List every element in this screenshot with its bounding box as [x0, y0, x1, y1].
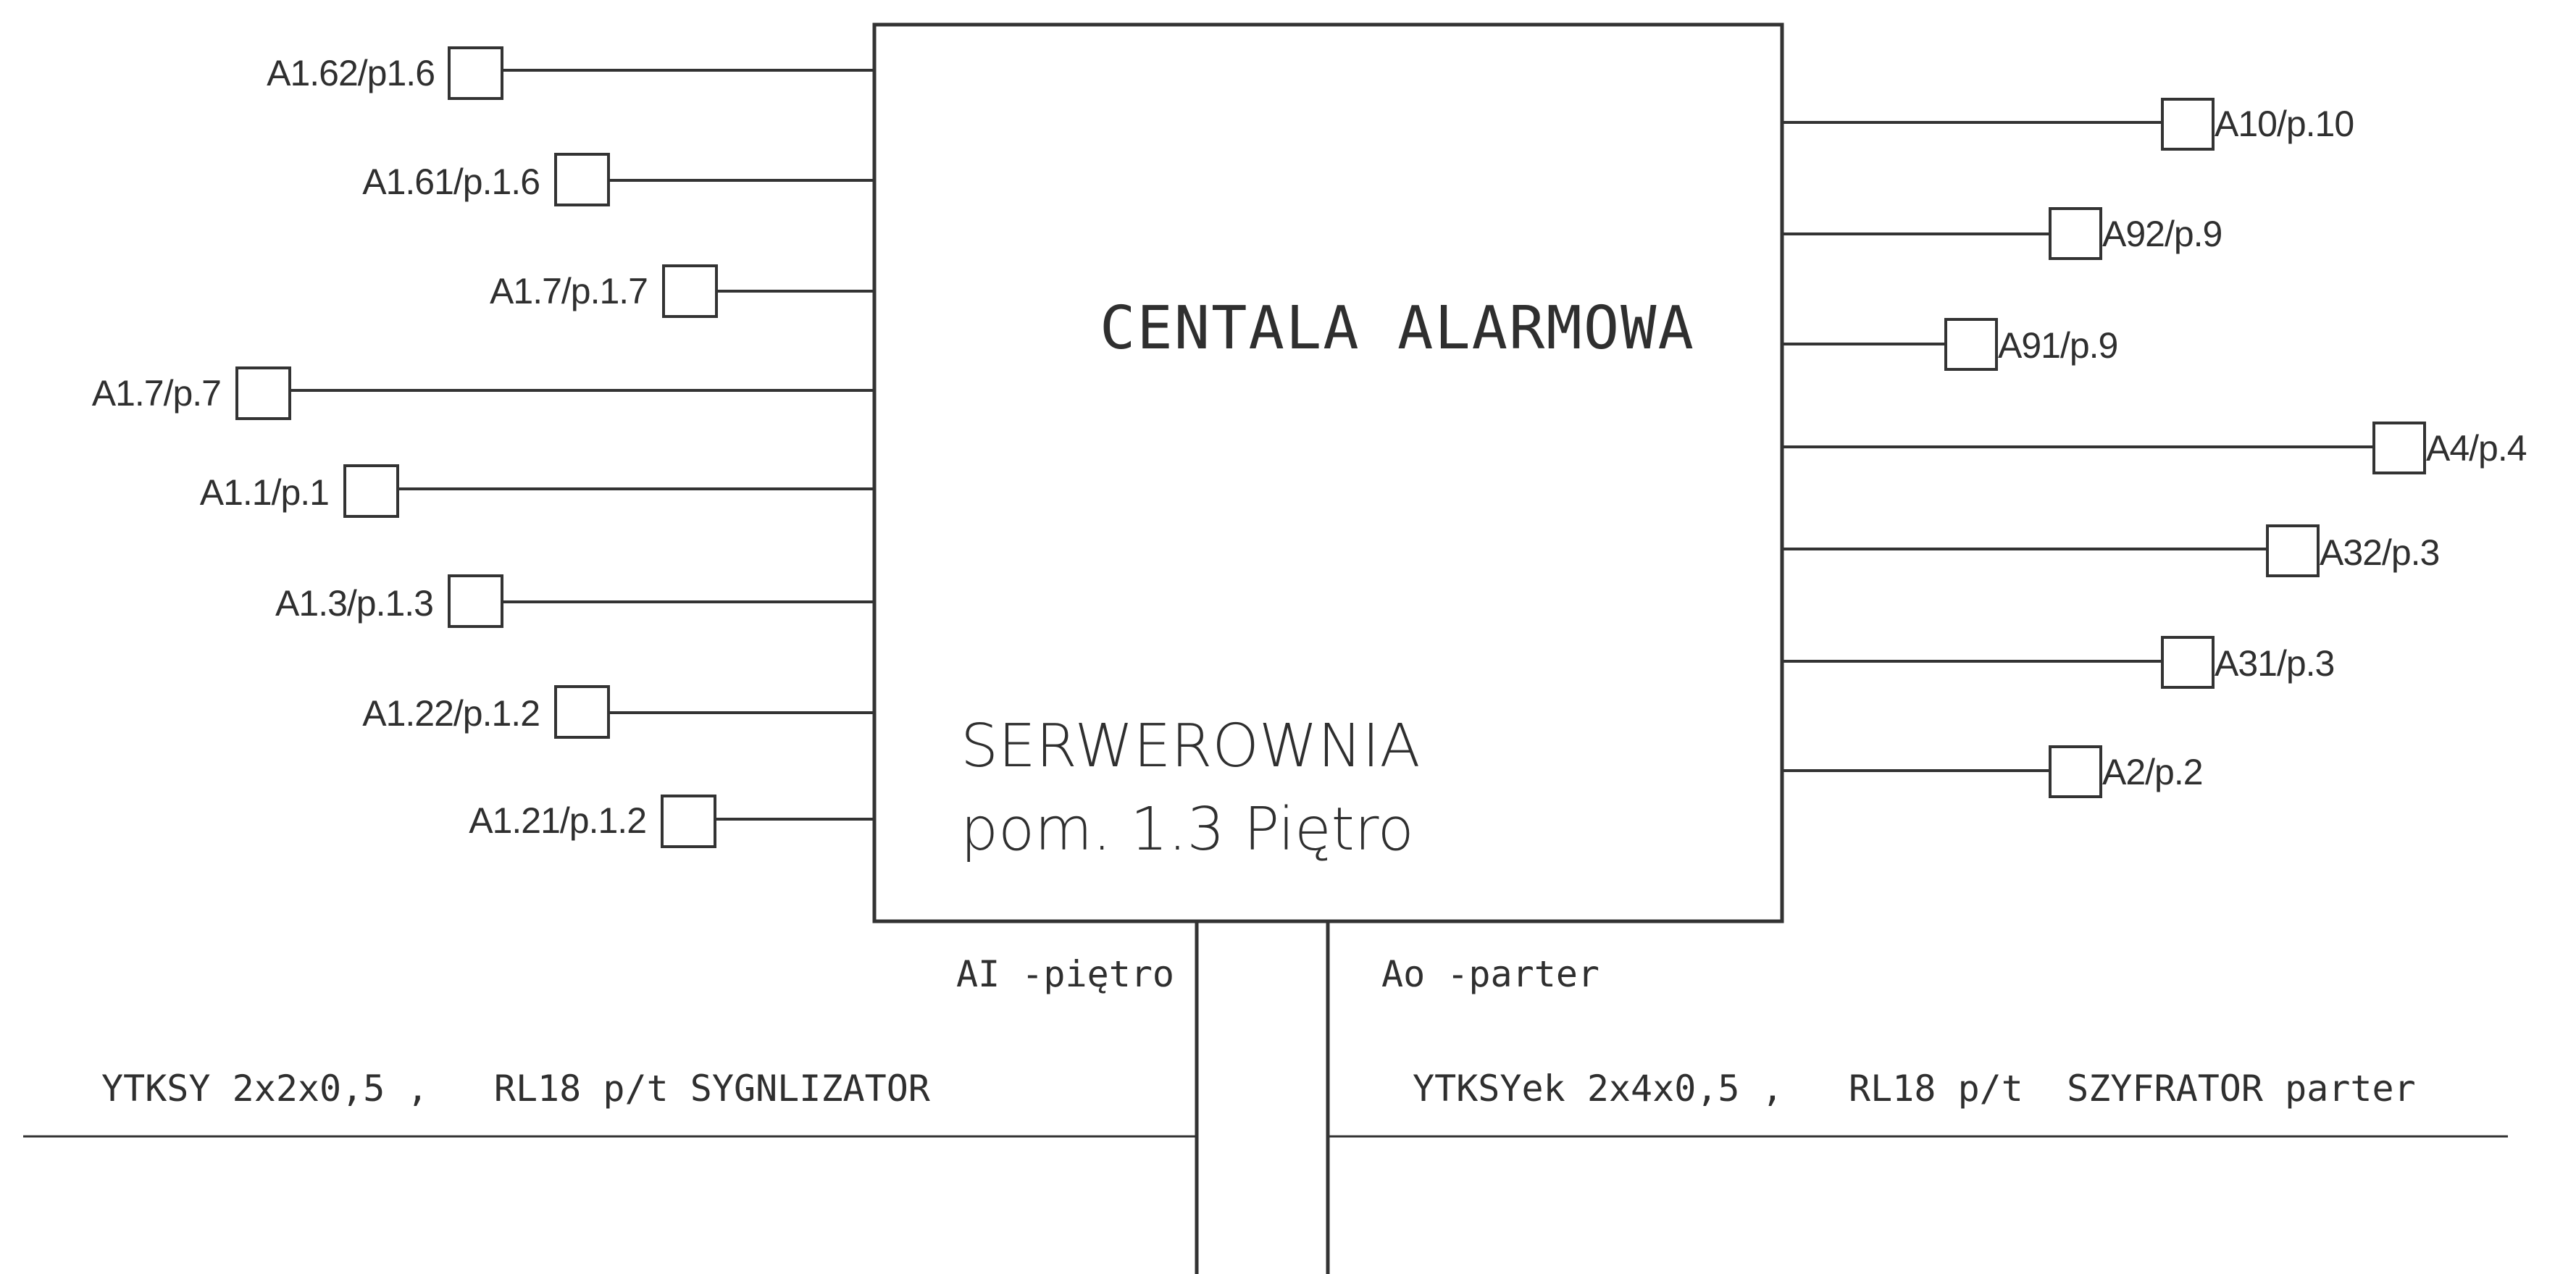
central-unit-title: CENTALA ALARMOWA: [1100, 294, 1695, 363]
right-device-label: A4/p.4: [2426, 428, 2527, 469]
right-device-4: [1782, 422, 2426, 474]
left-device-label: A1.62/p1.6: [267, 53, 435, 93]
cable-left-label: YTKSY 2x2x0,5 , RL18 p/t SYGNLIZATOR: [101, 1068, 930, 1110]
left-device-label: A1.1/p.1: [199, 472, 330, 513]
right-device-label: A32/p.3: [2320, 532, 2440, 573]
left-device-label: A1.61/p.1.6: [362, 162, 540, 202]
right-device-5: [1782, 524, 2320, 577]
room-location: pom. 1.3 Piętro: [961, 795, 1414, 864]
left-device-label: A1.7/p.1.7: [490, 271, 648, 311]
right-device-7: [1782, 745, 2102, 798]
left-device-8: [661, 795, 874, 848]
left-device-5: [343, 464, 874, 518]
left-device-label: A1.3/p.1.3: [275, 583, 434, 624]
right-device-label: A92/p.9: [2102, 214, 2222, 254]
left-device-2: [554, 153, 874, 206]
right-device-label: A2/p.2: [2102, 752, 2204, 792]
right-device-6: [1782, 636, 2215, 689]
left-device-label: A1.21/p.1.2: [469, 800, 647, 841]
left-device-6: [448, 574, 874, 628]
left-device-label: A1.7/p.7: [91, 373, 222, 414]
cable-right-label: YTKSYek 2x4x0,5 , RL18 p/t SZYFRATOR par…: [1413, 1068, 2416, 1110]
left-device-1: [448, 46, 874, 100]
riser-right-label: Ao -parter: [1381, 953, 1600, 995]
left-device-4: [235, 366, 874, 420]
left-device-7: [554, 685, 874, 739]
riser-left-label: AI -piętro: [956, 953, 1175, 995]
left-device-3: [662, 264, 874, 318]
right-device-label: A31/p.3: [2215, 643, 2335, 684]
left-device-label: A1.22/p.1.2: [362, 693, 540, 734]
right-device-3: [1782, 318, 1998, 371]
central-unit-box: [872, 22, 1784, 923]
right-device-1: [1782, 98, 2215, 151]
right-device-label: A91/p.9: [1998, 325, 2118, 366]
right-device-2: [1782, 207, 2102, 260]
room-name: SERWEROWNIA: [961, 712, 1421, 781]
right-device-label: A10/p.10: [2215, 104, 2354, 144]
